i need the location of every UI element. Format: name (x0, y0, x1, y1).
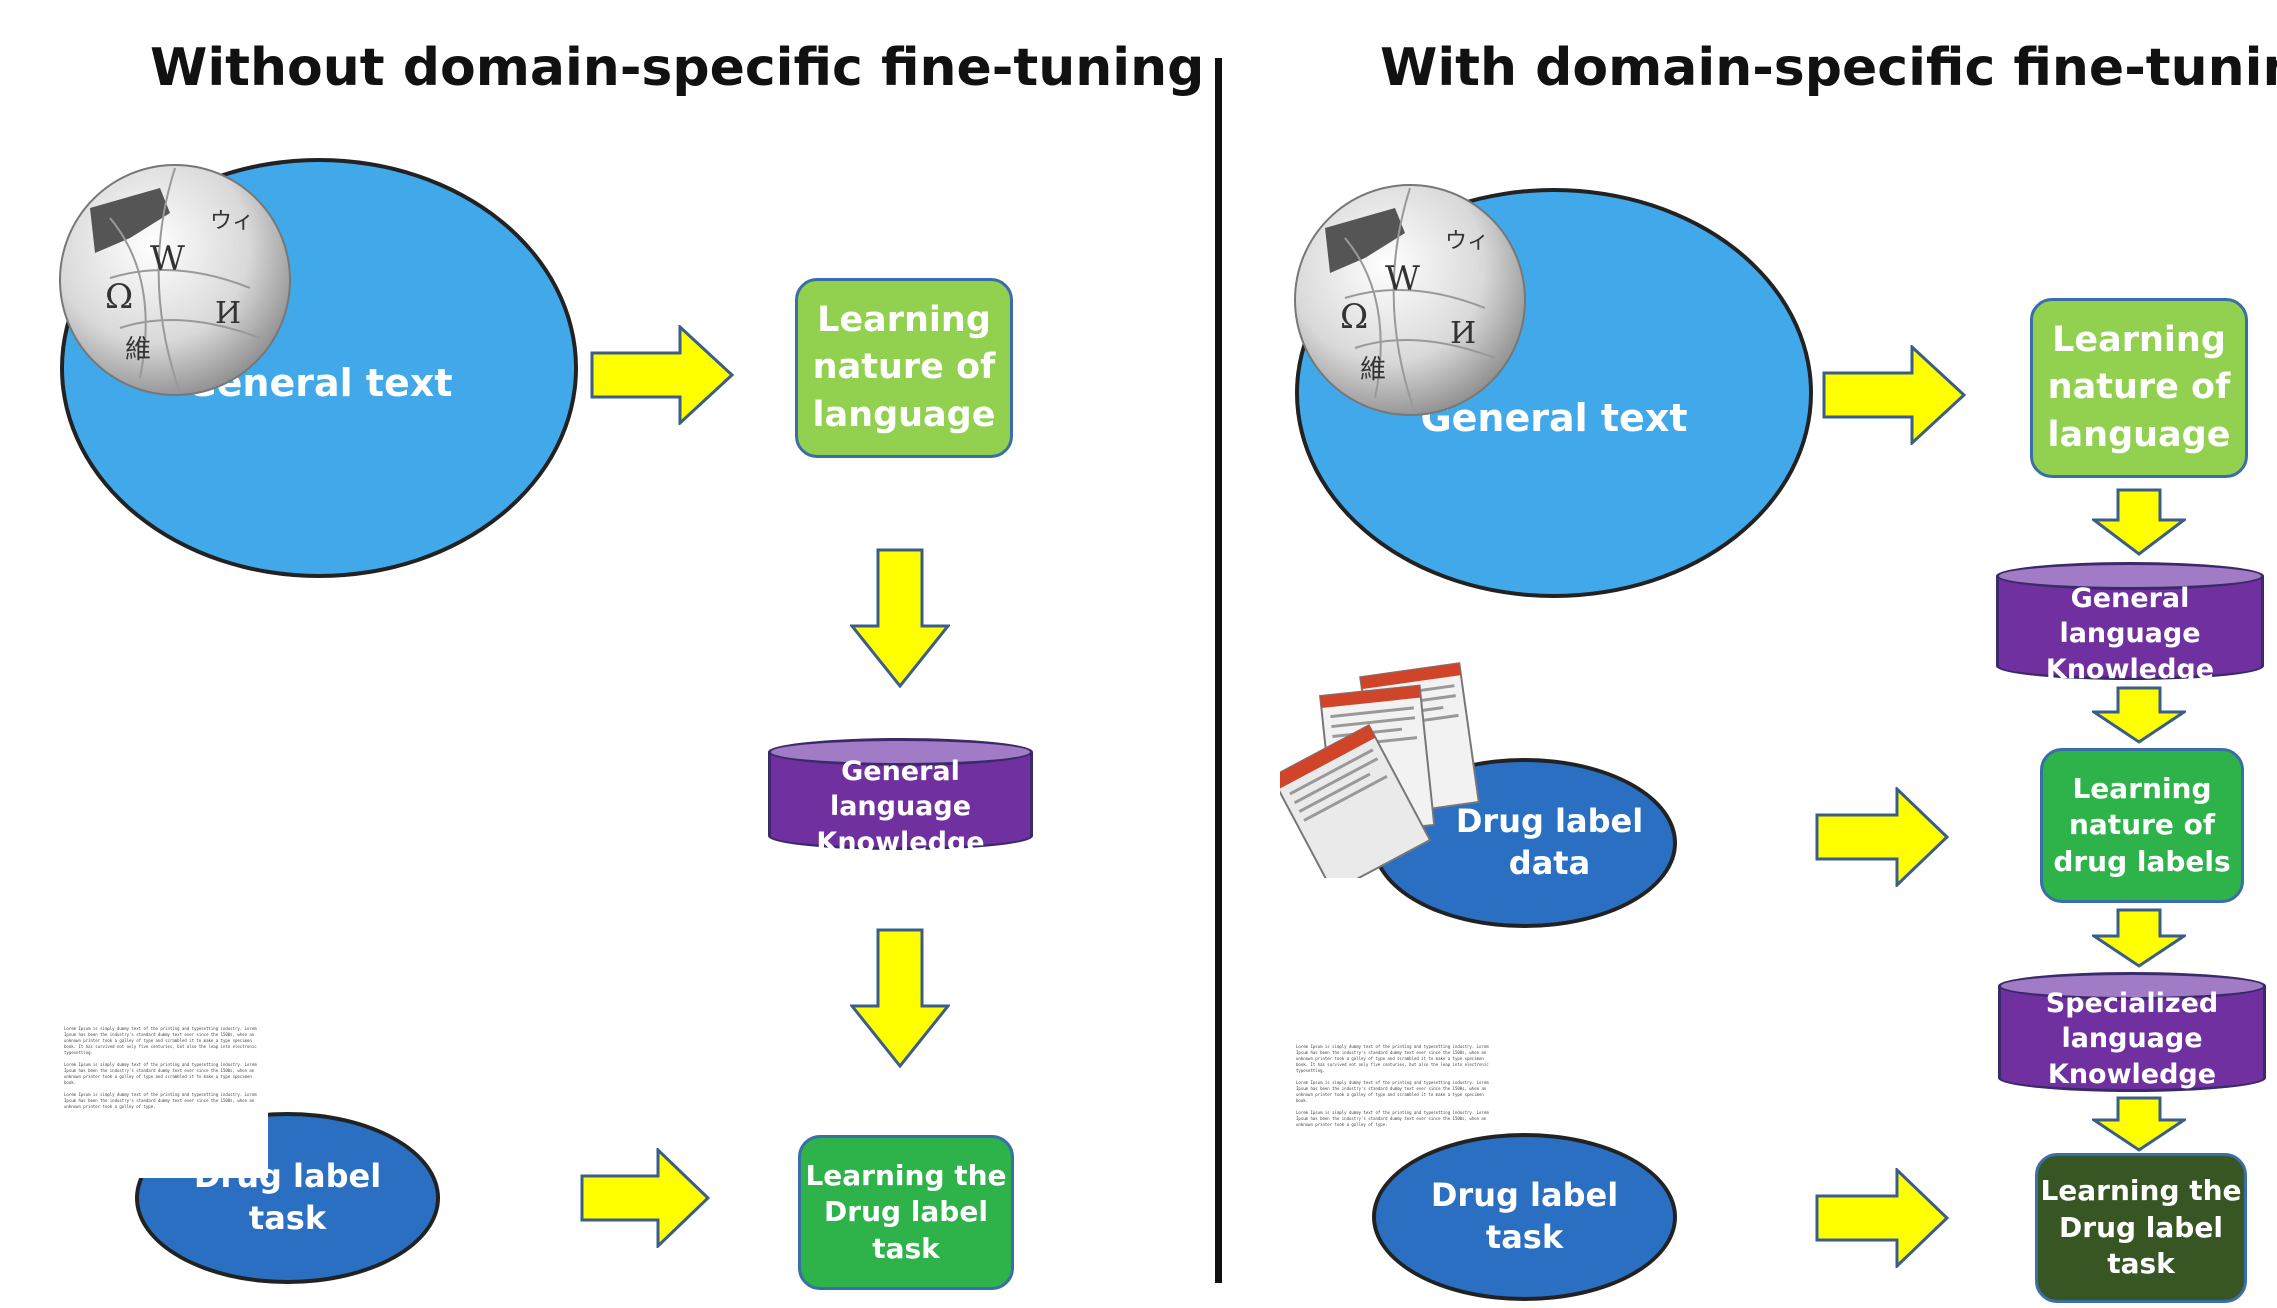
lorem-text: Lorem Ipsum is simply dummy text of the … (1296, 1080, 1489, 1103)
svg-text:維: 維 (125, 335, 151, 365)
wikipedia-globe-icon: W Ω И 維 ウィ (59, 164, 291, 396)
right-specialized-knowledge-cylinder: Specialized language Knowledge (1998, 972, 2266, 1092)
right-learning-drug-labels-box: Learning nature of drug labels (2040, 748, 2244, 903)
line: nature of (2047, 367, 2231, 408)
line: Specialized (2045, 988, 2219, 1020)
line: task (872, 1231, 940, 1265)
cylinder-top (1998, 972, 2266, 1000)
lorem-text: Lorem Ipsum is simply dummy text of the … (1296, 1110, 1489, 1127)
svg-text:W: W (150, 239, 185, 279)
right-arrow (1815, 787, 1950, 887)
lorem-text: Lorem Ipsum is simply dummy text of the … (64, 1062, 257, 1085)
right-learning-language-box: Learning nature of language (2030, 298, 2248, 478)
right-learning-task-box: Learning the Drug label task (2035, 1153, 2247, 1303)
cylinder-body (768, 752, 1033, 850)
cylinder-body (1996, 576, 2264, 680)
line: Drug label (1455, 802, 1644, 841)
cylinder-top (1996, 562, 2264, 590)
right-arrow (580, 1148, 710, 1248)
lorem-text: Lorem Ipsum is simply dummy text of the … (64, 1092, 257, 1109)
left-learning-task-box: Learning the Drug label task (798, 1135, 1014, 1290)
right-arrow (590, 325, 735, 425)
line: General language (2059, 583, 2201, 650)
left-general-knowledge-cylinder: General language Knowledge (768, 738, 1033, 858)
line: Drug label (2059, 1210, 2223, 1244)
cylinder-body (1998, 986, 2266, 1092)
svg-text:Ω: Ω (1340, 297, 1368, 337)
line: Learning the (2040, 1174, 2242, 1208)
left-title: Without domain-specific fine-tuning (150, 38, 1205, 98)
drug-label-pamphlets-icon (1280, 662, 1480, 878)
down-arrow (2092, 1096, 2186, 1152)
line: language (2047, 414, 2231, 455)
svg-text:И: И (215, 296, 241, 331)
right-arrow (1822, 345, 1967, 445)
down-arrow (850, 928, 950, 1068)
line: Drug label (1430, 1176, 1619, 1215)
line: data (1508, 844, 1591, 882)
line: language (2061, 1023, 2203, 1055)
cylinder-label: General language Knowledge (1996, 583, 2264, 684)
text-document-icon: Lorem Ipsum is simply dummy text of the … (60, 1022, 268, 1178)
line: Knowledge (816, 826, 985, 858)
lorem-text: Lorem Ipsum is simply dummy text of the … (1296, 1044, 1489, 1073)
line: Knowledge (2045, 653, 2215, 685)
right-drug-task-ellipse: Drug label task (1372, 1133, 1677, 1301)
cylinder-label: Specialized language Knowledge (1998, 986, 2266, 1092)
down-arrow (2092, 908, 2186, 968)
line: Learning (2072, 771, 2212, 805)
line: task (1485, 1218, 1564, 1256)
line: task (2107, 1247, 2175, 1281)
line: drug labels (2053, 844, 2231, 878)
down-arrow (850, 548, 950, 688)
right-general-text-label: General text (1420, 396, 1688, 440)
wikipedia-globe-icon: W Ω И 維 ウィ (1294, 184, 1526, 416)
svg-text:W: W (1385, 259, 1420, 299)
line: Learning (2052, 320, 2226, 361)
line: Drug label (824, 1195, 988, 1229)
cylinder-top (768, 738, 1033, 766)
line: language (812, 394, 996, 435)
svg-text:ウィ: ウィ (1445, 229, 1489, 254)
line: task (248, 1199, 327, 1237)
cylinder-label: General language Knowledge (768, 756, 1033, 857)
line: General language (829, 756, 972, 823)
svg-text:И: И (1450, 316, 1476, 351)
line: Knowledge (2047, 1058, 2217, 1090)
lorem-text: Lorem Ipsum is simply dummy text of the … (64, 1026, 257, 1055)
down-arrow (2092, 488, 2186, 556)
right-arrow (1815, 1168, 1950, 1268)
right-general-knowledge-cylinder: General language Knowledge (1996, 562, 2264, 685)
line: Learning (817, 300, 991, 341)
line: nature of (2068, 808, 2216, 842)
down-arrow (2092, 686, 2186, 744)
right-title: With domain-specific fine-tuning (1380, 38, 2277, 98)
svg-text:ウィ: ウィ (210, 209, 254, 234)
line: nature of (812, 347, 996, 388)
panel-divider (1215, 58, 1222, 1283)
svg-text:維: 維 (1360, 355, 1386, 385)
line: Learning the (805, 1158, 1007, 1192)
left-learning-language-box: Learning nature of language (795, 278, 1013, 458)
svg-text:Ω: Ω (105, 277, 133, 317)
